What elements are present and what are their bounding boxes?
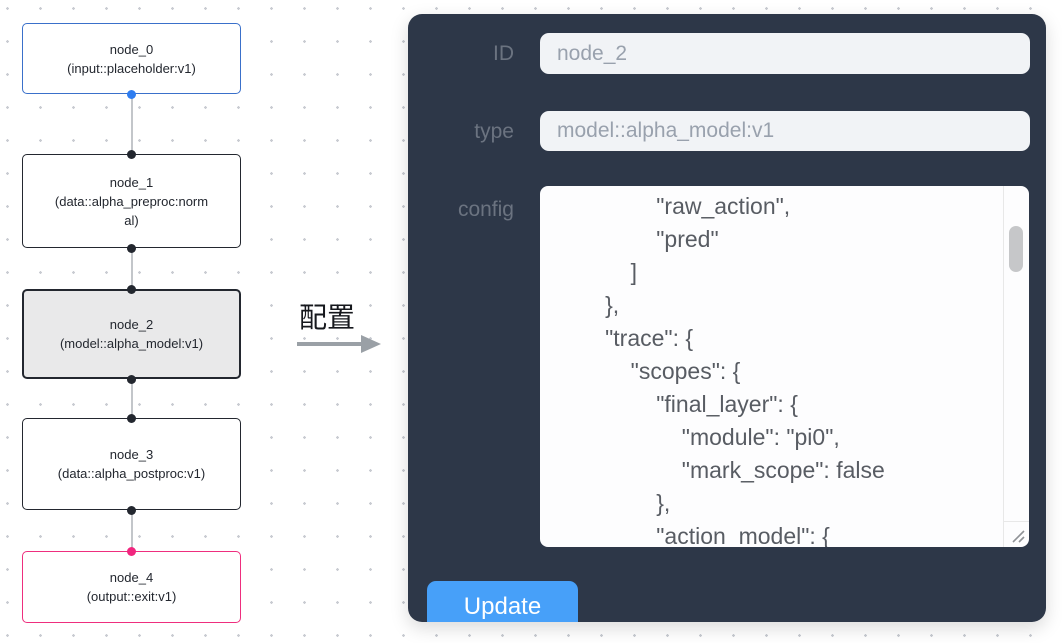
config-field-label: config [457, 198, 514, 221]
node-type-label: (output::exit:v1) [86, 589, 177, 604]
port-node3-in[interactable] [127, 413, 136, 423]
node-name: node_1 [109, 174, 154, 190]
id-field-label: ID [493, 42, 514, 65]
node-name: node_3 [109, 447, 154, 462]
config-scrollbar-track[interactable] [1003, 186, 1029, 521]
flow-node-node_3[interactable]: node_3 (data::alpha_postproc:v1) [22, 418, 241, 510]
port-node3-out[interactable] [127, 505, 136, 515]
node-type-label: (data::alpha_preproc:normal) [54, 193, 209, 228]
arrow-head [361, 335, 381, 353]
flow-node-node_2-selected[interactable]: node_2 (model::alpha_model:v1) [22, 289, 241, 379]
flow-node-node_0[interactable]: node_0 (input::placeholder:v1) [22, 23, 241, 94]
update-button[interactable]: Update [427, 581, 578, 622]
port-node1-out[interactable] [127, 243, 136, 253]
flow-node-node_1[interactable]: node_1 (data::alpha_preproc:normal) [22, 154, 241, 248]
type-field-label: type [474, 120, 514, 143]
node-name: node_0 [109, 41, 154, 57]
node-name: node_4 [109, 570, 154, 585]
node-type-label: (data::alpha_postproc:v1) [57, 466, 206, 481]
transition-label: 配置 [299, 302, 356, 333]
flow-node-node_4[interactable]: node_4 (output::exit:v1) [22, 551, 241, 623]
config-scrollbar-thumb[interactable] [1009, 226, 1023, 272]
arrow-right-icon [297, 334, 383, 354]
node-type-label: (input::placeholder:v1) [67, 60, 196, 76]
edge-node2-node3 [131, 379, 133, 418]
port-node0-out[interactable] [127, 89, 136, 99]
config-json-text: "raw_action", "pred" ] }, "trace": { "sc… [605, 193, 885, 547]
port-node1-in[interactable] [127, 149, 136, 159]
edge-node0-node1 [131, 94, 133, 154]
config-panel: ID node_2 type model::alpha_model:v1 con… [408, 14, 1046, 622]
port-node4-in[interactable] [127, 546, 136, 556]
node-type-label: (model::alpha_model:v1) [59, 336, 204, 351]
type-input[interactable]: model::alpha_model:v1 [540, 111, 1030, 151]
port-node2-in[interactable] [127, 284, 136, 294]
arrow-shaft [297, 342, 363, 346]
id-input[interactable]: node_2 [540, 33, 1030, 74]
resize-handle-icon[interactable] [1003, 521, 1029, 547]
edge-node1-node2 [131, 248, 133, 289]
port-node2-out[interactable] [127, 374, 136, 384]
node-name: node_2 [109, 317, 154, 332]
config-textarea[interactable]: "raw_action", "pred" ] }, "trace": { "sc… [540, 186, 1029, 547]
edge-node3-node4 [131, 510, 133, 551]
